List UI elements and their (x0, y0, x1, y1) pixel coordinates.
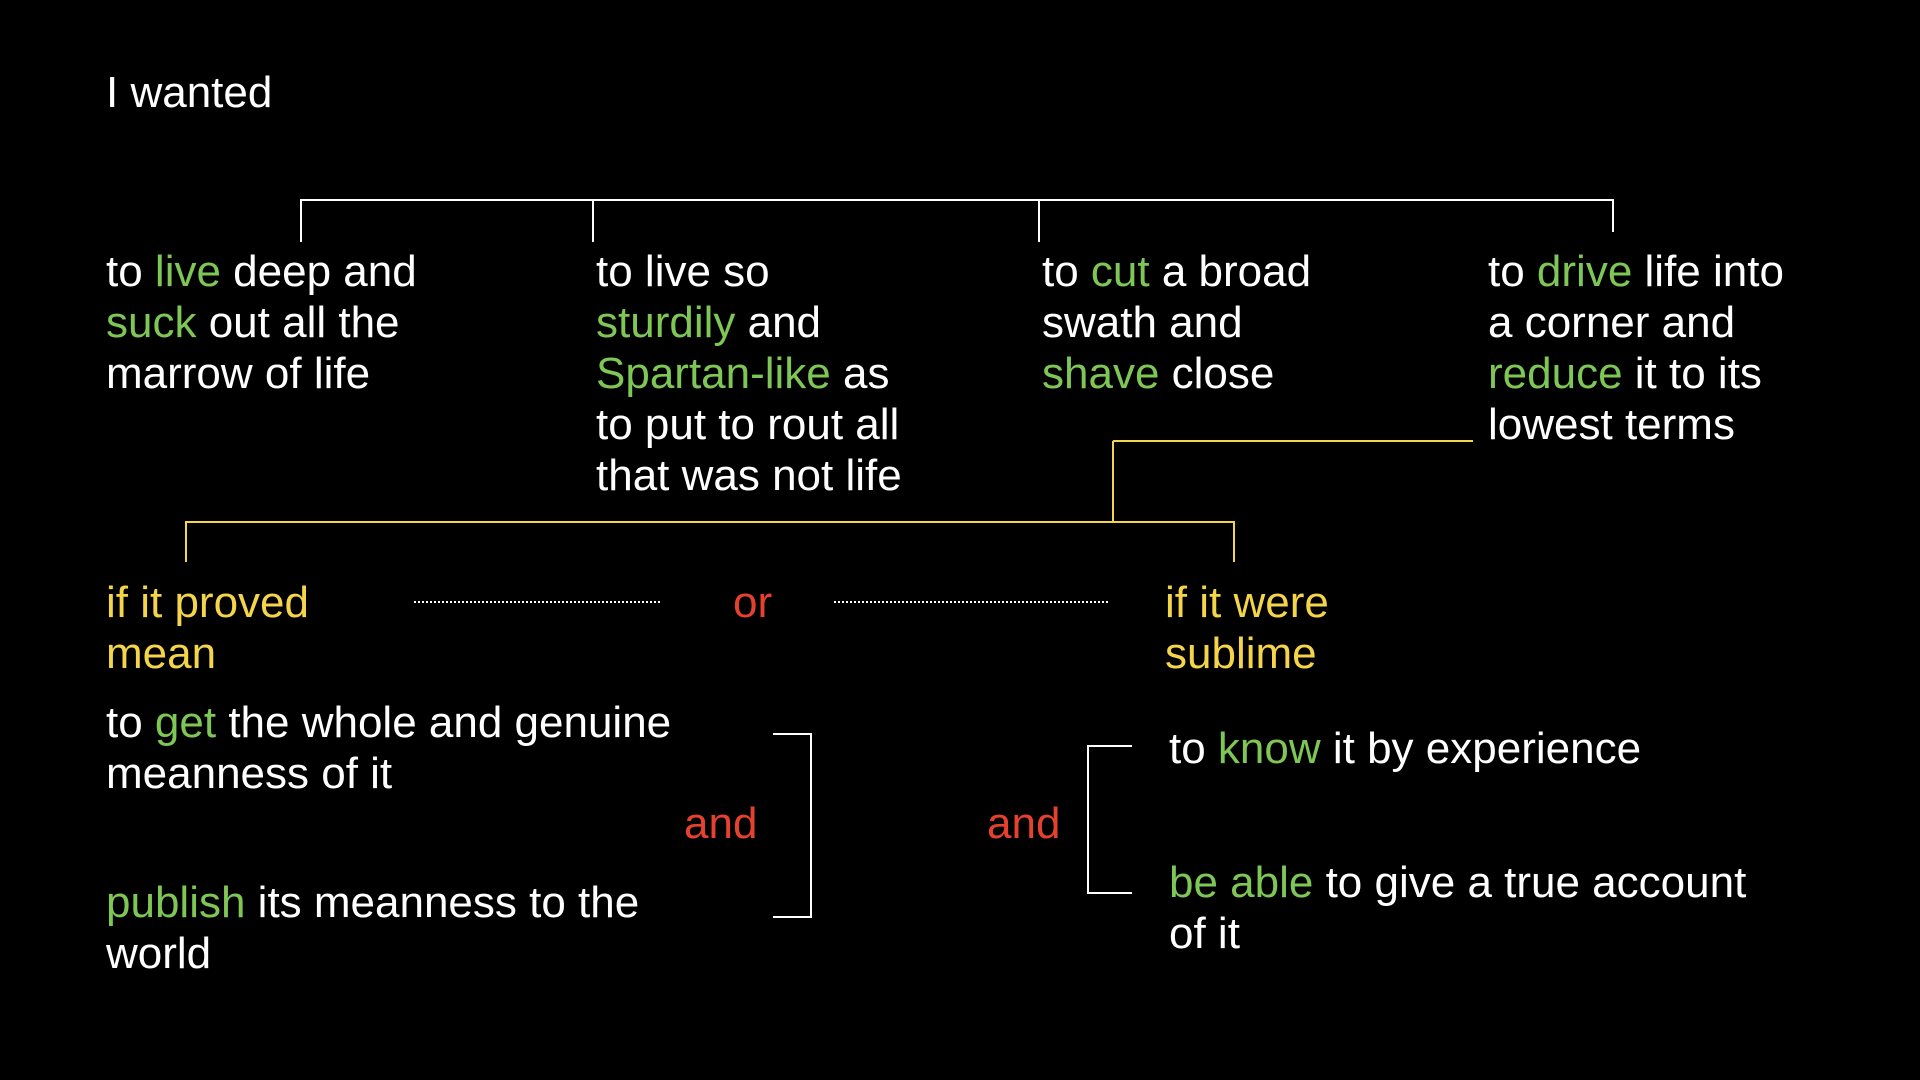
verb-highlight: publish (106, 878, 246, 927)
text-line: world (106, 928, 639, 979)
text-line: reduce it to its (1488, 348, 1784, 399)
text-segment: to (1488, 247, 1537, 296)
text-line: to put to rout all (596, 399, 902, 450)
text-line: to cut a broad (1042, 246, 1311, 297)
text-segment: to live so (596, 247, 770, 296)
verb-highlight: shave (1042, 349, 1160, 398)
verb-highlight: live (154, 247, 221, 296)
text-segment: the whole and genuine (216, 698, 672, 747)
text-line: if it were (1165, 577, 1329, 628)
text-line: of it (1169, 908, 1746, 959)
text-segment: of it (1169, 909, 1240, 958)
text-segment: to (1042, 247, 1091, 296)
sublime-and-conjunction: and (987, 799, 1061, 848)
text-line: to get the whole and genuine (106, 697, 671, 748)
text-line: be able to give a true account (1169, 857, 1746, 908)
text-segment: as (830, 349, 890, 398)
verb-highlight: be able (1169, 858, 1314, 907)
text-segment: marrow of life (106, 349, 371, 398)
text-segment: to put to rout all (596, 400, 900, 449)
text-line: to live deep and (106, 246, 417, 297)
text-segment: meanness of it (106, 749, 393, 798)
text-line: to live so (596, 246, 902, 297)
text-segment: a corner and (1488, 298, 1736, 347)
text-line: suck out all the (106, 297, 417, 348)
verb-highlight: Spartan-like (596, 349, 831, 398)
verb-highlight: cut (1090, 247, 1150, 296)
text-segment: to (106, 698, 155, 747)
text-segment: and (735, 298, 822, 347)
verb-highlight: reduce (1488, 349, 1623, 398)
text-segment: close (1159, 349, 1275, 398)
text-segment: it to its (1622, 349, 1762, 398)
mean-actions-bracket (773, 733, 812, 918)
text-segment: lowest terms (1488, 400, 1735, 449)
text-line: a corner and (1488, 297, 1784, 348)
text-segment: that was not life (596, 451, 902, 500)
text-line: to know it by experience (1169, 723, 1641, 774)
text-line: Spartan-like as (596, 348, 902, 399)
text-line: publish its meanness to the (106, 877, 639, 928)
text-segment: to give a true account (1313, 858, 1747, 907)
text-line: to drive life into (1488, 246, 1784, 297)
text-line: if it proved (106, 577, 309, 628)
text-segment: to (1169, 724, 1218, 773)
text-segment: mean (106, 629, 217, 678)
verb-highlight: get (154, 698, 217, 747)
intro-text: I wanted (106, 68, 273, 117)
text-segment: if it proved (106, 578, 309, 627)
verb-highlight: drive (1536, 247, 1633, 296)
or-conjunction: or (733, 578, 773, 627)
text-line: mean (106, 628, 309, 679)
text-segment: swath and (1042, 298, 1243, 347)
verb-highlight: sturdily (596, 298, 736, 347)
text-segment: out all the (196, 298, 400, 347)
text-line: lowest terms (1488, 399, 1784, 450)
mean-and-conjunction: and (684, 799, 758, 848)
text-line: marrow of life (106, 348, 417, 399)
text-segment: a broad (1149, 247, 1312, 296)
text-segment: sublime (1165, 629, 1317, 678)
text-segment: to (106, 247, 155, 296)
text-line: that was not life (596, 450, 902, 501)
text-segment: deep and (220, 247, 417, 296)
sublime-action-know: to know it by experience (1169, 723, 1641, 774)
verb-highlight: know (1217, 724, 1321, 773)
text-segment: it by experience (1320, 724, 1642, 773)
text-segment: world (106, 929, 212, 978)
text-line: sublime (1165, 628, 1329, 679)
text-line: meanness of it (106, 748, 671, 799)
sublime-actions-bracket (1087, 745, 1132, 894)
verb-highlight: suck (106, 298, 197, 347)
text-line: swath and (1042, 297, 1311, 348)
text-segment: its meanness to the (245, 878, 640, 927)
text-segment: life into (1632, 247, 1784, 296)
text-line: shave close (1042, 348, 1311, 399)
text-segment: if it were (1165, 578, 1329, 627)
text-line: sturdily and (596, 297, 902, 348)
